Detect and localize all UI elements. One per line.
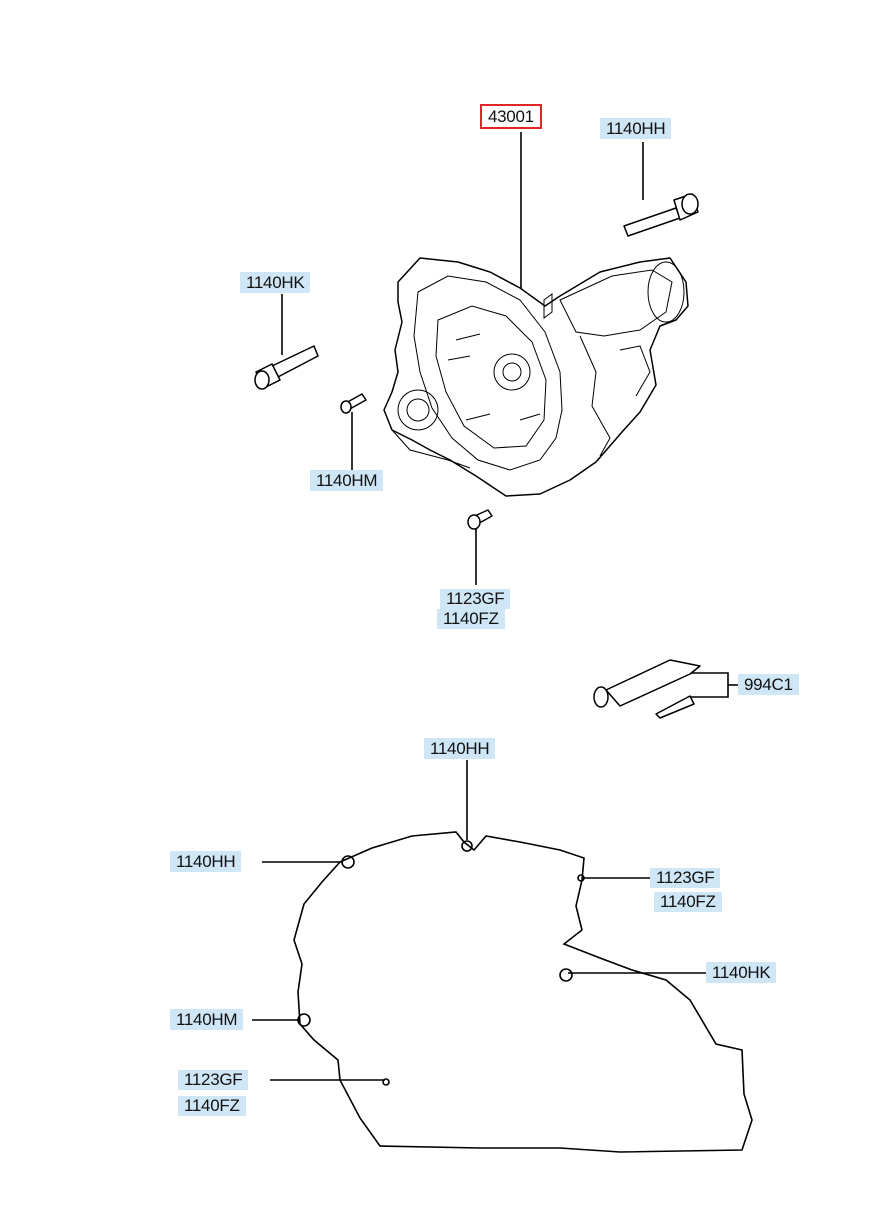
gasket-label-1140fz-right[interactable]: 1140FZ: [654, 892, 722, 912]
bolt-icon: [340, 393, 367, 414]
leader-lines: [252, 132, 738, 1081]
part-label-1123gf[interactable]: 1123GF: [440, 589, 511, 609]
bolt-icon: [623, 193, 699, 237]
part-label-1140hm[interactable]: 1140HM: [310, 470, 384, 491]
transmission-assembly-drawing: [383, 257, 689, 497]
gasket-label-1140hk[interactable]: 1140HK: [706, 962, 777, 983]
gasket-label-1123gf-left[interactable]: 1123GF: [178, 1070, 249, 1090]
gasket-label-1140hm[interactable]: 1140HM: [170, 1009, 244, 1030]
gasket-label-1140fz-left[interactable]: 1140FZ: [178, 1096, 246, 1116]
bolt-icon: [254, 345, 319, 390]
sealant-tube-icon: [593, 659, 701, 719]
gasket-outline: [293, 831, 753, 1153]
gasket-label-1140hh-left[interactable]: 1140HH: [170, 851, 242, 872]
part-label-1140hk[interactable]: 1140HK: [240, 272, 311, 293]
gasket-label-1140hh-top[interactable]: 1140HH: [424, 738, 496, 759]
gasket-label-1123gf-right[interactable]: 1123GF: [650, 868, 721, 888]
bolt-icon: [467, 509, 493, 530]
part-label-994c1[interactable]: 994C1: [738, 674, 799, 695]
part-label-1140fz[interactable]: 1140FZ: [437, 609, 505, 629]
part-label-43001[interactable]: 43001: [480, 104, 542, 129]
part-label-1140hh[interactable]: 1140HH: [600, 118, 672, 139]
